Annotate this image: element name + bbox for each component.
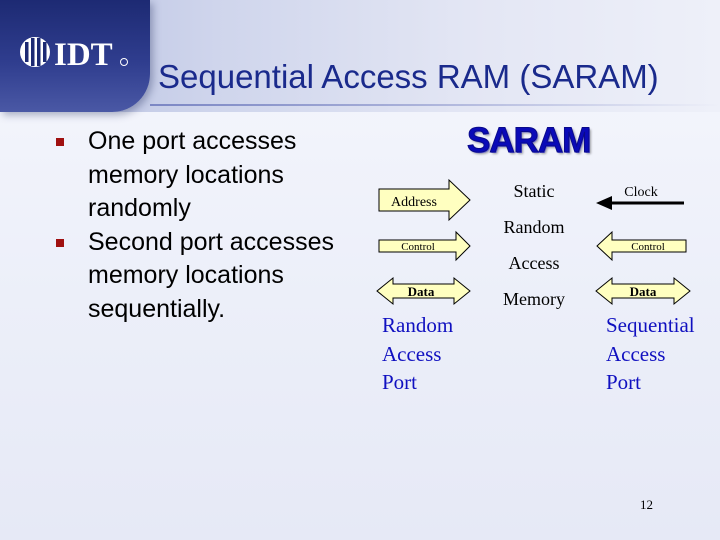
address-arrow: Address	[378, 178, 471, 222]
right-data-arrow: Data	[595, 276, 691, 306]
right-data-arrow-label: Data	[630, 284, 657, 299]
sequential-access-port-label: Sequential Access Port	[606, 311, 716, 397]
bullet-item: One port accesses memory locations rando…	[52, 125, 352, 226]
logo-text: IDT	[54, 37, 113, 70]
left-data-arrow-label: Data	[408, 284, 435, 299]
page-number: 12	[640, 497, 653, 512]
left-data-arrow: Data	[376, 276, 471, 306]
right-control-arrow-label: Control	[631, 241, 665, 253]
clock-arrow: Clock	[596, 185, 684, 210]
port-label-line: Random	[382, 313, 454, 337]
saram-title: SARAM	[466, 121, 591, 161]
logo-tab: IDT	[0, 0, 150, 112]
bullet-square-icon	[56, 138, 64, 146]
bullet-square-icon	[56, 238, 64, 247]
middle-word-memory: Memory	[503, 289, 565, 309]
title-underline	[150, 104, 720, 106]
port-label-line: Sequential	[606, 313, 695, 337]
random-access-port-label: Random Access Port	[382, 311, 492, 397]
port-label-line: Access	[606, 341, 666, 366]
bullet-text: One port accesses memory locations rando…	[88, 127, 297, 222]
middle-word-random: Random	[503, 217, 565, 237]
bullet-text: Second port accesses memory locations se…	[88, 227, 334, 323]
idt-logo: IDT	[20, 37, 128, 70]
clock-arrow-label: Clock	[624, 185, 657, 200]
address-arrow-label: Address	[391, 195, 437, 210]
left-control-arrow-label: Control	[401, 241, 435, 253]
middle-word-static: Static	[513, 181, 555, 201]
bullet-item: Second port accesses memory locations se…	[52, 226, 352, 327]
bullet-list: One port accesses memory locations rando…	[52, 125, 352, 326]
page-title: Sequential Access RAM (SARAM)	[158, 58, 659, 95]
right-control-arrow: Control	[596, 230, 687, 262]
middle-word-access: Access	[508, 253, 560, 273]
port-label-line: Port	[382, 370, 418, 394]
left-control-arrow: Control	[378, 230, 471, 262]
port-label-line: Access	[382, 341, 442, 366]
port-label-line: Port	[606, 370, 642, 394]
